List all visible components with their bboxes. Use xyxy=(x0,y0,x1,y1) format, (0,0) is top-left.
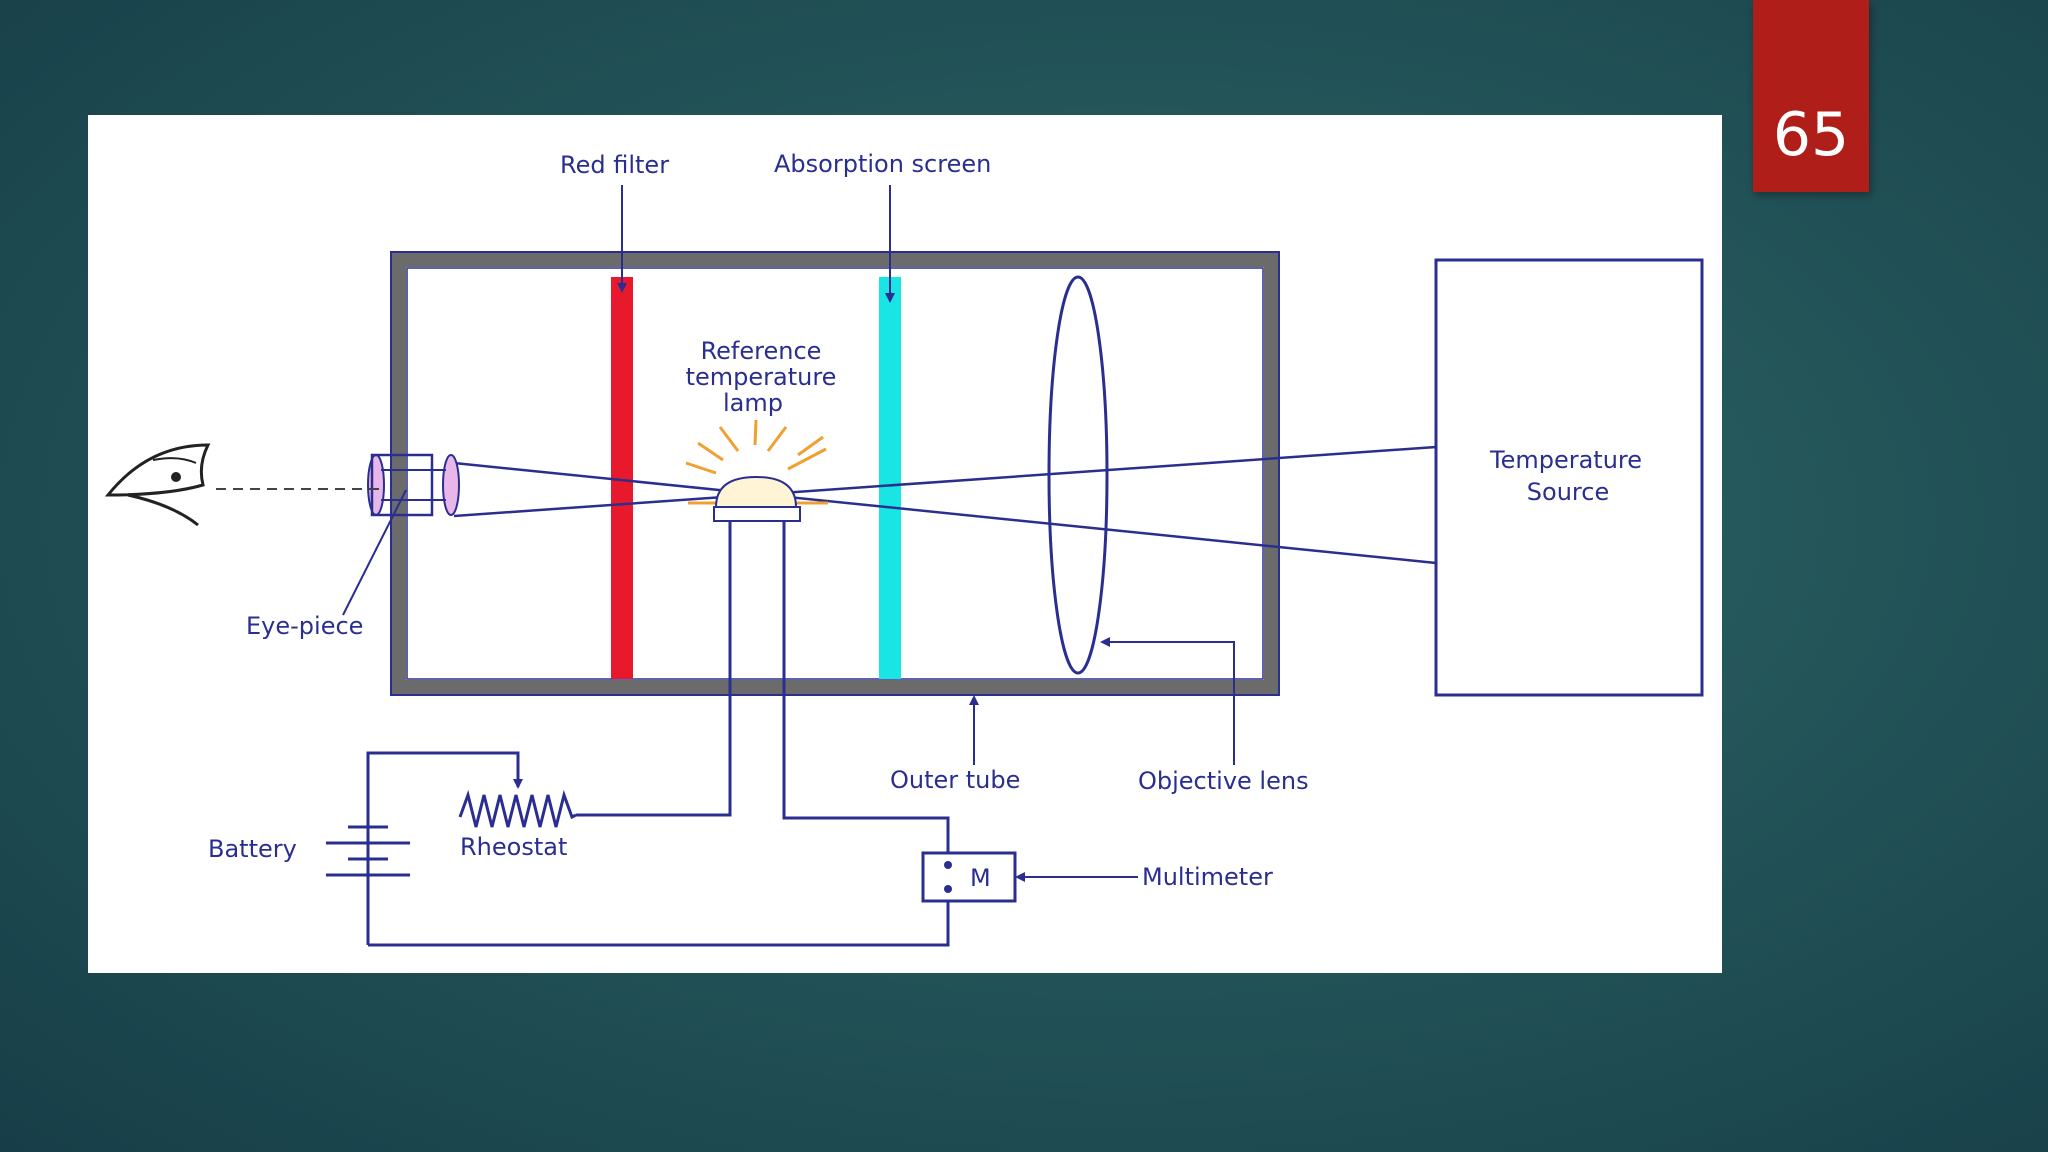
label-reference-lamp-3: lamp xyxy=(723,389,783,417)
label-eye-piece: Eye-piece xyxy=(246,612,363,640)
rheostat xyxy=(458,789,577,828)
ray-lower xyxy=(453,445,1437,518)
label-multimeter: Multimeter xyxy=(1142,863,1273,891)
label-rheostat: Rheostat xyxy=(460,833,567,861)
label-reference-lamp-2: temperature xyxy=(686,363,837,391)
slide-number: 65 xyxy=(1772,100,1850,170)
objective-lens-leader xyxy=(1100,637,1235,765)
lamp-wire-left xyxy=(576,521,732,817)
optical-pyrometer-diagram: M Red filter Absorption screen Reference… xyxy=(88,115,1722,973)
label-absorption-screen: Absorption screen xyxy=(774,150,991,178)
diagram-canvas: M Red filter Absorption screen Reference… xyxy=(104,150,1704,947)
objective-lens xyxy=(1047,275,1109,675)
absorption-screen xyxy=(879,277,901,679)
label-outer-tube: Outer tube xyxy=(890,766,1020,794)
ray-upper xyxy=(453,461,1437,565)
temperature-source-box xyxy=(1434,258,1704,697)
multimeter-letter: M xyxy=(970,864,991,892)
circuit-bottom-wire xyxy=(368,901,950,947)
lamp-wire-right xyxy=(782,521,950,853)
label-temperature-source-2: Source xyxy=(1527,478,1609,506)
eye-piece xyxy=(367,453,460,517)
outer-tube-outline xyxy=(390,251,1280,696)
label-objective-lens: Objective lens xyxy=(1138,767,1309,795)
red-filter xyxy=(611,277,633,679)
eye-piece-leader xyxy=(342,489,407,616)
slide-number-badge: 65 xyxy=(1753,0,1869,192)
outer-tube-inner-outline xyxy=(406,267,1264,680)
outer-tube xyxy=(392,253,1278,694)
label-battery: Battery xyxy=(208,835,297,863)
battery-symbol xyxy=(326,825,410,945)
eye-icon xyxy=(104,443,211,527)
label-temperature-source-1: Temperature xyxy=(1489,446,1642,474)
label-reference-lamp-1: Reference xyxy=(701,337,822,365)
multimeter-box xyxy=(921,851,1017,903)
reference-lamp xyxy=(685,419,828,522)
label-red-filter: Red filter xyxy=(560,151,669,179)
